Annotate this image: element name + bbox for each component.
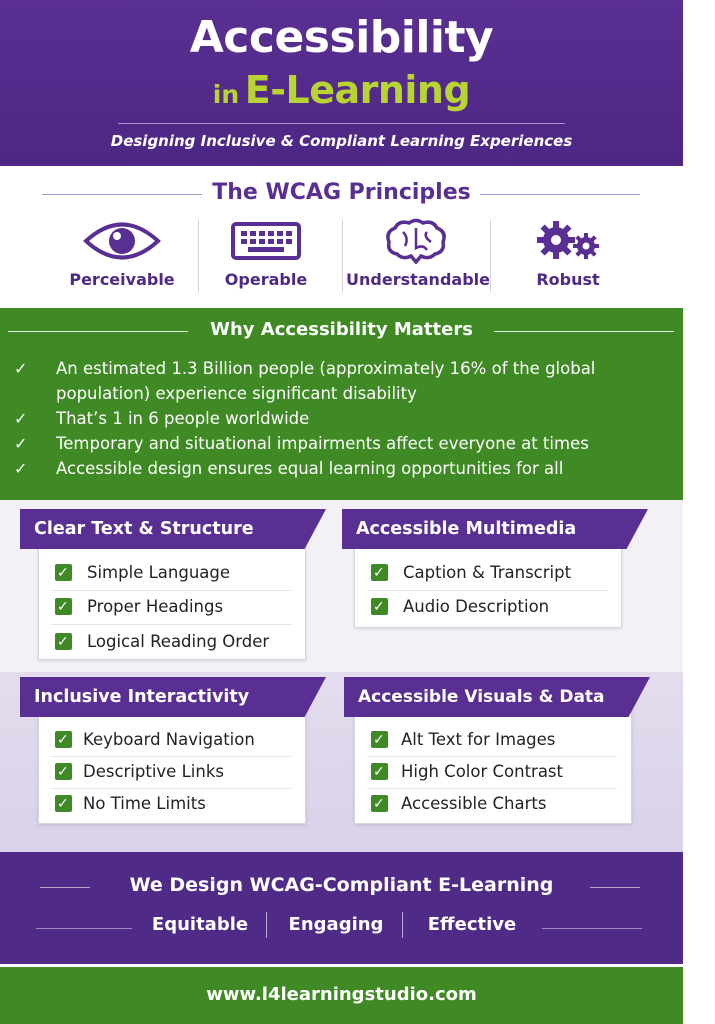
wcag-title-line-right	[480, 194, 640, 195]
principle-understandable: Understandable	[346, 218, 490, 298]
card-item-list: Caption & Transcript Audio Description	[367, 559, 607, 622]
principle-divider	[198, 220, 199, 292]
list-item: Audio Description	[367, 591, 607, 622]
card-title-ribbon: Accessible Multimedia	[342, 509, 648, 549]
why-title-line-left	[8, 331, 188, 332]
card-title-ribbon: Accessible Visuals & Data	[344, 677, 650, 717]
commit-line-right-lower	[542, 928, 642, 929]
commitment-title: We Design WCAG-Compliant E-Learning	[129, 874, 554, 896]
quality-divider	[402, 912, 403, 938]
card-title-ribbon: Clear Text & Structure	[20, 509, 326, 549]
checkbox-icon	[55, 793, 72, 815]
checkbox-icon	[371, 761, 388, 783]
principle-label: Understandable	[346, 270, 490, 289]
checkbox-icon	[55, 596, 72, 618]
commit-line-left-lower	[36, 928, 132, 929]
list-item: Proper Headings	[51, 591, 291, 625]
list-item: Logical Reading Order	[51, 625, 291, 657]
card-title-ribbon: Inclusive Interactivity	[20, 677, 326, 717]
wcag-section: The WCAG Principles Perceivable Op	[0, 166, 683, 308]
card-visuals-data: Alt Text for Images High Color Contrast …	[354, 698, 632, 824]
checkbox-icon	[371, 562, 388, 584]
card-interactivity: Keyboard Navigation Descriptive Links No…	[38, 698, 306, 824]
quality-label: Engaging	[288, 914, 384, 935]
why-title: Why Accessibility Matters	[210, 319, 473, 340]
header-banner: Accessibility in E-Learning Designing In…	[0, 0, 683, 166]
quality-label: Effective	[427, 914, 517, 935]
list-item: ✓That’s 1 in 6 people worldwide	[14, 406, 674, 431]
website-link[interactable]: www.l4learningstudio.com	[206, 984, 477, 1005]
checkbox-icon	[371, 793, 388, 815]
check-icon: ✓	[14, 434, 28, 453]
header-divider	[118, 123, 565, 124]
page-title: Accessibility	[189, 12, 494, 63]
principle-perceivable: Perceivable	[52, 218, 192, 298]
eye-icon	[83, 222, 161, 260]
list-item: ✓Temporary and situational impairments a…	[14, 431, 674, 456]
card-item-list: Alt Text for Images High Color Contrast …	[367, 727, 617, 819]
checkbox-icon	[55, 631, 72, 653]
checkbox-icon	[55, 562, 72, 584]
principle-divider	[490, 220, 491, 292]
wcag-title: The WCAG Principles	[212, 180, 471, 205]
commit-line-left	[40, 887, 90, 888]
keyboard-icon	[231, 222, 301, 260]
list-item: Accessible Charts	[367, 789, 617, 819]
subtitle-prefix: in	[212, 80, 240, 109]
check-icon: ✓	[14, 459, 28, 478]
list-item: Keyboard Navigation	[51, 727, 291, 757]
list-item: ✓An estimated 1.3 Billion people (approx…	[14, 356, 674, 406]
checkbox-icon	[55, 761, 72, 783]
page-subtitle: in E-Learning	[0, 68, 683, 112]
wcag-title-line-left	[42, 194, 202, 195]
brain-icon	[386, 218, 446, 264]
principle-label: Perceivable	[69, 270, 175, 289]
why-list: ✓An estimated 1.3 Billion people (approx…	[14, 356, 674, 481]
check-icon: ✓	[14, 409, 28, 428]
quality-label: Equitable	[151, 914, 249, 935]
checkbox-icon	[371, 729, 388, 751]
card-clear-text: Simple Language Proper Headings Logical …	[38, 530, 306, 660]
list-item: No Time Limits	[51, 789, 291, 819]
quality-divider	[266, 912, 267, 938]
footer-url-bar: www.l4learningstudio.com	[0, 964, 683, 1024]
principle-robust: Robust	[498, 218, 638, 298]
why-title-line-right	[494, 331, 674, 332]
list-item: High Color Contrast	[367, 757, 617, 789]
why-section: Why Accessibility Matters ✓An estimated …	[0, 308, 683, 500]
list-item: Caption & Transcript	[367, 559, 607, 591]
principle-operable: Operable	[196, 218, 336, 298]
principle-divider	[342, 220, 343, 292]
card-item-list: Keyboard Navigation Descriptive Links No…	[51, 727, 291, 819]
commit-line-right	[590, 887, 640, 888]
principle-label: Robust	[536, 270, 600, 289]
principle-label: Operable	[224, 270, 308, 289]
list-item: Simple Language	[51, 559, 291, 591]
list-item: Descriptive Links	[51, 757, 291, 789]
checkbox-icon	[371, 596, 388, 618]
check-icon: ✓	[14, 359, 28, 378]
list-item: ✓Accessible design ensures equal learnin…	[14, 456, 674, 481]
card-item-list: Simple Language Proper Headings Logical …	[51, 559, 291, 657]
subtitle-main: E-Learning	[244, 68, 471, 112]
commitment-banner: We Design WCAG-Compliant E-Learning Equi…	[0, 852, 683, 964]
checkbox-icon	[55, 729, 72, 751]
poster: Accessibility in E-Learning Designing In…	[0, 0, 683, 1024]
tagline: Designing Inclusive & Compliant Learning…	[110, 132, 573, 150]
list-item: Alt Text for Images	[367, 727, 617, 757]
gears-icon	[537, 221, 599, 259]
